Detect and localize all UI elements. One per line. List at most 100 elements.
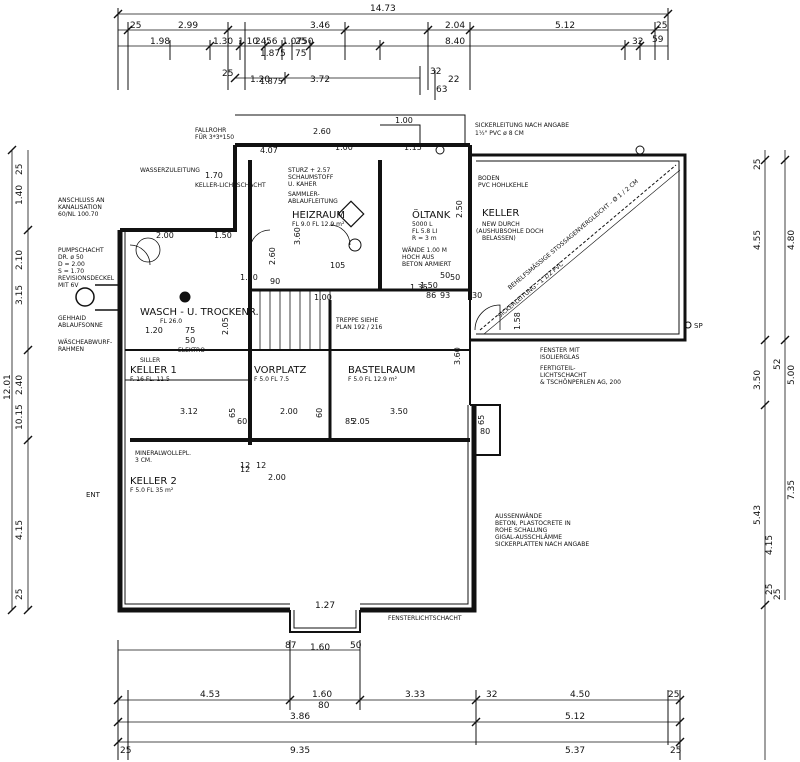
opening-side-1: 87 (285, 641, 296, 651)
room-vorplatz-spec: F 5.0 FL 7.5 (254, 376, 289, 383)
misc-1: 1.00 (395, 116, 413, 125)
left-dim-9: 25 (15, 589, 25, 600)
bottom-dim-r2-2: 5.12 (565, 712, 585, 722)
room-bastel-spec: F 5.0 FL 12.9 m² (348, 376, 398, 383)
top-dim-r3-1: 25 (222, 69, 233, 79)
wasch-50: 50 (185, 336, 195, 345)
top-dim-r2-8: 50 (302, 37, 314, 47)
note-mineral-1: MINERALWOLLEPL. (135, 450, 191, 457)
top-dim-r2-3: 1.10 (238, 37, 258, 47)
fixtures (75, 145, 692, 329)
note-sickerleitung-sub: 1½" PVC ø 8 CM (475, 130, 524, 137)
note-treppe-1: TREPPE SIEHE (335, 317, 378, 324)
note-sp: SP (694, 322, 703, 330)
stair (249, 289, 331, 351)
top-dim-r2-2: 1.30 (213, 37, 233, 47)
oltank-height: 2.50 (455, 200, 464, 218)
misc-22: 4.07 (260, 146, 278, 155)
bastel-height: 3.60 (453, 347, 462, 365)
left-dim-3: 3.15 (15, 285, 25, 305)
downpipe-icon (435, 145, 445, 155)
note-pump-6: MIT 6V (58, 282, 79, 289)
left-dim-1: 25 (15, 164, 25, 175)
heiz-height: 2.60 (268, 247, 277, 265)
misc-7: 60 (237, 417, 247, 426)
top-dimension-labels: 14.73 25 2.99 3.46 2.04 5.12 25 1.98 1.3… (130, 4, 667, 95)
right-dimension-labels: 4.55 25 3.50 5.43 4.15 25 4.80 52 5.00 7… (753, 159, 797, 600)
bottom-dim-2: 1.60 (312, 690, 332, 700)
misc-17: 105 (330, 261, 345, 270)
misc-9: 1.00 (335, 143, 353, 152)
top-dim-r2-9: 8.40 (445, 37, 465, 47)
right-dimension-lines (760, 150, 790, 760)
misc-8: 50 (450, 273, 460, 282)
top-dimension-chains (113, 8, 673, 100)
note-anschluss-3: 60/NL 100.70 (58, 211, 99, 218)
note-boden-2: PVC HOHLKEHLE (478, 182, 528, 189)
bottom-dim-extra-2: 32 (486, 690, 497, 700)
misc-21: 1.15 (404, 143, 422, 152)
wasch-75: 75 (185, 326, 195, 335)
misc-11: 2.05 (352, 417, 370, 426)
note-anschluss-2: KANALISATION (58, 204, 102, 211)
room-keller2-spec: F 5.0 FL 35 m² (130, 487, 174, 494)
opening-side-2: 50 (350, 641, 362, 651)
misc-10: 80 (480, 427, 490, 436)
bottom-end-1: 25 (120, 746, 131, 756)
note-sturz-2: SCHAUMSTOFF (288, 174, 334, 181)
note-treppe-2: PLAN 192 / 216 (336, 324, 383, 331)
note-fallrohr: FALLROHR (195, 127, 226, 134)
top-small-2: 75 (295, 49, 306, 59)
wasch-width: 1.20 (145, 326, 163, 335)
misc-27: 65 (228, 408, 237, 418)
top-dim-1: 25 (130, 21, 141, 31)
note-siller: SILLER (140, 357, 160, 364)
note-sturz-3: U. KAHER (288, 181, 317, 188)
left-dimension-labels: 25 1.40 3.15 2.10 12.01 2.40 10.15 4.15 … (3, 164, 25, 600)
right-dim-5: 4.15 (765, 535, 775, 555)
sp-icon (684, 321, 692, 329)
bottom-dim-r3-1: 9.35 (290, 746, 310, 756)
left-dim-5: 12.01 (3, 374, 13, 400)
oltank-line-1: 5000 L (412, 221, 433, 228)
right-dim-6: 25 (765, 584, 775, 595)
top-dim-3: 3.46 (310, 21, 330, 31)
note-boden-1: BODEN (478, 175, 500, 182)
bottom-dimension-lines (113, 640, 685, 760)
left-dim-8: 4.15 (15, 520, 25, 540)
keller1-height: 1.875 (260, 77, 283, 86)
oltank-line-5: HOCH AUS (402, 254, 434, 261)
note-ent: ENT (86, 491, 101, 499)
left-dim-6: 2.40 (15, 375, 25, 395)
bottom-dim-3: 3.33 (405, 690, 425, 700)
room-labels: HEIZRAUM FL 9.0 FL 12.9 m² ÖLTANK 5000 L… (130, 208, 544, 494)
top-dim-5: 5.12 (555, 21, 575, 31)
misc-12: 1.00 (314, 293, 332, 302)
top-dim-r3-3: 3.72 (310, 75, 330, 85)
right-dim-3: 3.50 (753, 370, 763, 390)
keller-n-line-3: BELASSEN) (482, 235, 516, 242)
note-pump-2: DR. ø 50 (58, 254, 84, 261)
note-gehhaid-1: GEHHAID (58, 315, 86, 322)
note-gehhaid-2: ABLAUFSONNE (58, 322, 103, 329)
keller-diagonal (479, 164, 681, 335)
top-small-4: 22 (448, 75, 459, 85)
misc-6: 85 (345, 417, 355, 426)
note-aussen-3: ROHE SCHALUNG (495, 527, 548, 534)
pump-shaft-icon (135, 237, 161, 263)
misc-15: 30 (472, 291, 482, 300)
oltank-line-4: WÄNDE 1.00 M (402, 247, 447, 254)
vorplatz-width: 2.00 (280, 407, 298, 416)
note-waesche-1: WÄSCHEABWURF- (58, 339, 112, 346)
note-anschluss-1: ANSCHLUSS AN (58, 197, 105, 204)
note-pump-5: REVISIONSDECKEL (58, 275, 115, 282)
room-oltank: ÖLTANK (412, 208, 451, 221)
keller1-width: 3.12 (180, 407, 198, 416)
overall-top-dim: 14.73 (370, 4, 396, 14)
note-wasserzuleitung: WASSERZULEITUNG (140, 167, 200, 174)
top-dim-4: 2.04 (445, 21, 465, 31)
note-sturz-1: STURZ + 2.57 (288, 167, 331, 174)
top-dim-6: 25 (656, 21, 667, 31)
misc-18: 12 (240, 461, 250, 470)
